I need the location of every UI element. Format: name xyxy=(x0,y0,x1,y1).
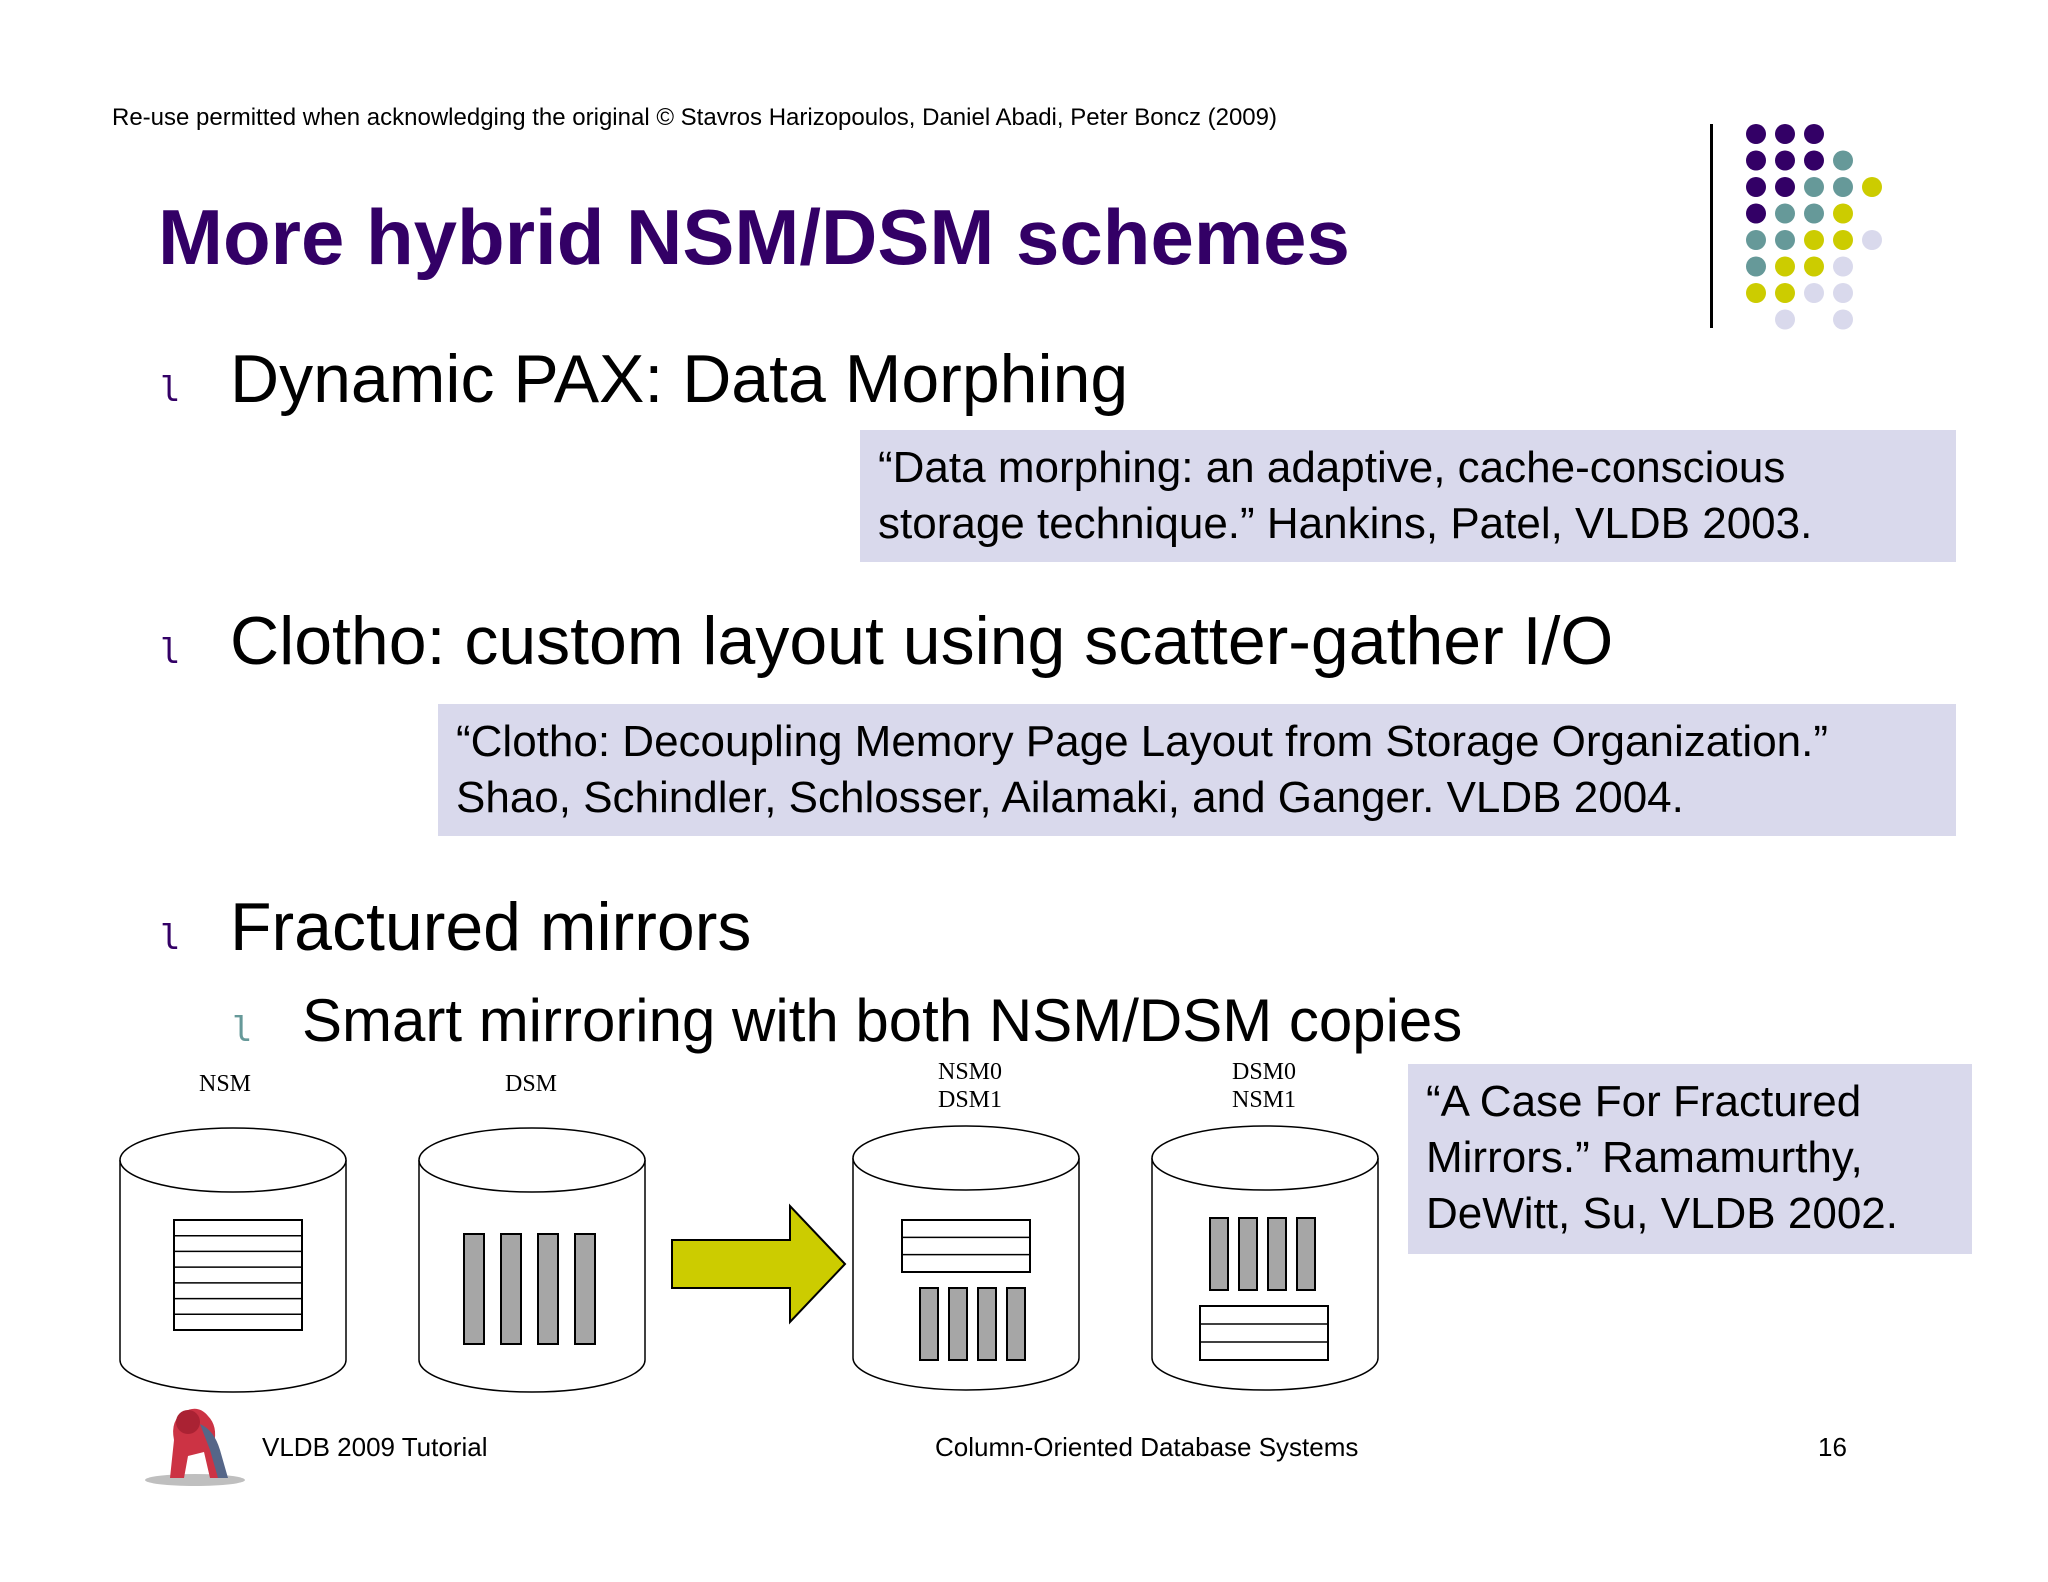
decorative-dot xyxy=(1804,256,1824,277)
decorative-dot xyxy=(1804,177,1824,197)
dsm-column-block xyxy=(948,1287,968,1361)
disk-top xyxy=(418,1127,646,1193)
right-arrow-icon xyxy=(671,1203,847,1325)
dsm-column-block xyxy=(574,1233,596,1345)
decorative-dot xyxy=(1775,150,1795,171)
reference-box-fractured-mirrors: “A Case For Fractured Mirrors.” Ramamurt… xyxy=(1408,1064,1972,1254)
disk-label-dsm: DSM xyxy=(504,1071,558,1097)
footer-center: Column-Oriented Database Systems xyxy=(935,1432,1359,1462)
bullet-dynamic-pax: Dynamic PAX: Data Morphing xyxy=(230,341,1129,417)
dsm-column-block xyxy=(1267,1217,1287,1291)
dsm-column-block xyxy=(537,1233,559,1345)
bullet-marker: l xyxy=(160,632,181,672)
nsm-row-block xyxy=(173,1219,303,1331)
sub-bullet-smart-mirroring: Smart mirroring with both NSM/DSM copies xyxy=(302,987,1463,1054)
decorative-dot xyxy=(1775,124,1795,144)
dsm-column-block xyxy=(1209,1217,1229,1291)
decorative-dot xyxy=(1804,203,1824,224)
decorative-dot xyxy=(1804,124,1824,144)
disk-label-nsm: NSM xyxy=(198,1071,252,1097)
footer-left: VLDB 2009 Tutorial xyxy=(262,1432,488,1462)
decorative-dot xyxy=(1746,283,1766,303)
reference-line: DeWitt, Su, VLDB 2002. xyxy=(1426,1189,1898,1238)
reference-box-data-morphing: “Data morphing: an adaptive, cache-consc… xyxy=(860,430,1956,562)
reference-line: storage technique.” Hankins, Patel, VLDB… xyxy=(878,499,1813,548)
dsm-column-block xyxy=(919,1287,939,1361)
disk-top xyxy=(1151,1125,1379,1191)
decorative-dot xyxy=(1804,283,1824,303)
dsm-column-block xyxy=(1006,1287,1026,1361)
decorative-dot xyxy=(1775,203,1795,224)
bullet-marker: l xyxy=(160,370,181,410)
disk-nsm0-dsm1 xyxy=(852,1125,1080,1391)
decorative-dot xyxy=(1833,283,1853,303)
dsm-column-block xyxy=(1296,1217,1316,1291)
disk-dsm0-nsm1 xyxy=(1151,1125,1379,1391)
copyright-notice: Re-use permitted when acknowledging the … xyxy=(112,104,1277,131)
bullet-clotho: Clotho: custom layout using scatter-gath… xyxy=(230,603,1614,679)
decorative-dot xyxy=(1746,150,1766,171)
disk-label-nsm0-dsm1: NSM0 DSM1 xyxy=(937,1059,1003,1113)
reference-line: Shao, Schindler, Schlosser, Ailamaki, an… xyxy=(456,773,1684,822)
sub-bullet-marker: l xyxy=(232,1010,253,1050)
fractured-mirrors-diagram xyxy=(119,1125,1379,1393)
dsm-column-block xyxy=(500,1233,522,1345)
page-number: 16 xyxy=(1818,1432,1847,1462)
decorative-dot xyxy=(1775,177,1795,197)
nsm-row-block xyxy=(901,1219,1031,1273)
disk-body xyxy=(418,1160,646,1393)
decorative-dot xyxy=(1804,150,1824,171)
decorative-dot xyxy=(1833,309,1853,330)
decorative-dot xyxy=(1833,256,1853,277)
decorative-dot xyxy=(1833,177,1853,197)
decorative-dot xyxy=(1833,150,1853,171)
decorative-dot xyxy=(1746,256,1766,277)
decorative-dot xyxy=(1833,203,1853,224)
decorative-dot xyxy=(1804,230,1824,250)
reference-line: “A Case For Fractured xyxy=(1426,1077,1862,1126)
decorative-dot xyxy=(1746,177,1766,197)
lion-logo-icon xyxy=(145,1408,245,1486)
slide-title: More hybrid NSM/DSM schemes xyxy=(158,193,1350,281)
decorative-dot xyxy=(1775,230,1795,250)
nsm-row-block xyxy=(1199,1305,1329,1361)
dsm-column-block xyxy=(977,1287,997,1361)
decorative-dot xyxy=(1746,203,1766,224)
decorative-dot xyxy=(1775,283,1795,303)
disk-dsm xyxy=(418,1127,646,1393)
disk-nsm xyxy=(119,1127,347,1393)
reference-line: “Clotho: Decoupling Memory Page Layout f… xyxy=(456,717,1829,766)
dsm-column-block xyxy=(463,1233,485,1345)
decorative-dot xyxy=(1833,230,1853,250)
disk-top xyxy=(119,1127,347,1193)
decorative-dot xyxy=(1746,230,1766,250)
title-divider xyxy=(1710,124,1713,328)
bullet-fractured-mirrors: Fractured mirrors xyxy=(230,889,752,965)
bullet-marker: l xyxy=(160,918,181,958)
decorative-dot xyxy=(1746,124,1766,144)
reference-line: “Data morphing: an adaptive, cache-consc… xyxy=(878,443,1786,492)
reference-box-clotho: “Clotho: Decoupling Memory Page Layout f… xyxy=(438,704,1956,836)
decorative-dot xyxy=(1862,230,1882,250)
disk-label-dsm0-nsm1: DSM0 NSM1 xyxy=(1231,1059,1297,1113)
disk-top xyxy=(852,1125,1080,1191)
dsm-column-block xyxy=(1238,1217,1258,1291)
decorative-dot xyxy=(1862,177,1882,197)
decorative-dot xyxy=(1775,256,1795,277)
dot-grid-logo xyxy=(1746,124,1882,330)
decorative-dot xyxy=(1775,309,1795,330)
reference-line: Mirrors.” Ramamurthy, xyxy=(1426,1133,1863,1182)
